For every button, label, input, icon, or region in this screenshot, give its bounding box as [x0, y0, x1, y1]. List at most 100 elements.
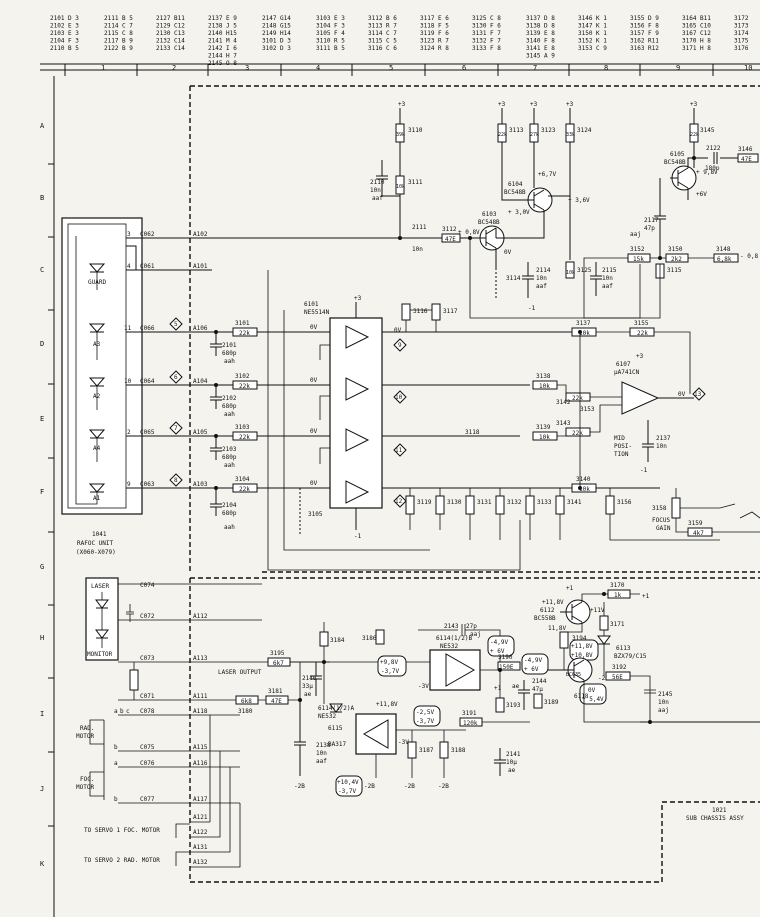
rad-motor-1: RAD.	[80, 725, 94, 732]
net-a112: A112	[193, 613, 208, 620]
grid-row-H: H	[40, 634, 44, 642]
r3112-ref: 3112	[442, 226, 457, 233]
minus2b-a: -2B	[294, 783, 305, 790]
t6104-vb: + 3,0V	[508, 209, 530, 216]
ic-6114: 3184 6115 BA317 6114(1/2)A NE532 +11,8V …	[318, 622, 530, 790]
lower-wires	[89, 583, 330, 868]
c2117-tol: aaj	[630, 231, 641, 238]
r3114-label: 3114	[506, 275, 521, 282]
opamp-6101-b	[345, 377, 370, 401]
c2143-val: 27p	[466, 623, 477, 630]
grid-col-1: 1	[101, 64, 105, 72]
connector-c064: C064	[140, 378, 155, 385]
grid-col-10: 10	[744, 64, 752, 72]
index-entry: 3167 C12	[682, 30, 711, 37]
grid-column-ruler: 1 2 3 4 5 6 7 8 9 10	[40, 64, 760, 76]
r3133-label: 3141	[567, 499, 582, 506]
vbox-1-b: + 6V	[490, 648, 505, 655]
minus2b-b: -2B	[364, 783, 375, 790]
r3104-val: 22k	[239, 486, 250, 493]
index-entry: 3172	[734, 15, 749, 22]
index-entry: 3152 K 1	[578, 38, 607, 45]
d6113-part: BZX79/C15	[614, 653, 647, 660]
c2103-tol: aah	[224, 462, 235, 469]
index-entry: 3145 A 9	[526, 53, 555, 60]
net-a103: A103	[193, 481, 208, 488]
index-entry: 3170 H 8	[682, 38, 711, 45]
connector-c066: C066	[140, 325, 155, 332]
index-entry: 3125 C 8	[472, 15, 501, 22]
resistor-3101	[232, 327, 258, 337]
net-a111: A111	[193, 693, 208, 700]
c2144-ref: 2144	[532, 678, 547, 685]
test-point-8: 8	[169, 473, 183, 487]
t6105-part: BC548B	[664, 159, 686, 166]
c2115-tol: aaf	[602, 283, 613, 290]
upper-transistor-stage: +3 3110 39k 3111 10k 2110 10n aaf 2111 1…	[370, 101, 641, 319]
index-entry: 2129 C12	[156, 23, 185, 30]
index-entry: 3139 E 8	[526, 30, 555, 37]
vbox-6-a: +10,4V	[337, 779, 359, 786]
rad-pin-c: c	[126, 708, 130, 715]
r3181-val: 47E	[271, 698, 282, 705]
ic6114a-vee: -3V	[398, 739, 409, 746]
c2140-ref: 2140	[302, 675, 317, 682]
rad-pin-b1: b	[120, 708, 124, 715]
c2141-val: 10µ	[506, 759, 517, 766]
opamp-6101-c	[345, 428, 370, 452]
vbox-3: +11,8V +10,8V	[569, 639, 599, 661]
ic6101-vee: -1	[354, 533, 362, 540]
opamp-6114-b	[445, 653, 476, 687]
c2111-val: 10n	[412, 246, 423, 253]
ic6101-ref: 6101	[304, 301, 319, 308]
net-a121: A121	[193, 814, 208, 821]
vcc-3123: +3	[530, 101, 538, 108]
ic6101-vcc: +3	[354, 295, 362, 302]
c2138-tol: aaf	[316, 758, 327, 765]
d6115-ref: 6115	[328, 725, 343, 732]
r3137-ref: 3137	[576, 320, 591, 327]
index-entry: 3119 F 6	[420, 30, 449, 37]
index-entry: 3138 D 8	[526, 23, 555, 30]
index-entry: 3101 D 3	[262, 38, 291, 45]
sub-chassis: 1021 SUB CHASSIS ASSY	[686, 807, 744, 822]
r3105-label: 3105	[308, 511, 323, 518]
c2114-val: 10n	[536, 275, 547, 282]
v-neg-0-8: - 0,8	[740, 253, 758, 260]
r3140-val: 10k	[579, 486, 590, 493]
index-entry: 2130 C13	[156, 30, 185, 37]
index-entry: 2141 M 4	[208, 38, 237, 45]
t6105-ve: +6V	[696, 191, 707, 198]
index-entry: 2127 B11	[156, 15, 185, 22]
r3148-ref: 3148	[716, 246, 731, 253]
t6112-vc: +11V	[590, 607, 605, 614]
index-entry: 3131 F 7	[472, 30, 501, 37]
r3124-ref: 3124	[577, 127, 592, 134]
ic6107-ref: 6107	[616, 361, 631, 368]
rad-pin-b2: b	[114, 744, 118, 751]
c2110-tol: aaf	[372, 195, 383, 202]
t6104-ref: 6104	[508, 181, 523, 188]
ic6107-out-0v: 0V	[678, 391, 686, 398]
ic6101-pin-label-0v-b: 0V	[310, 377, 318, 384]
connector-c061: C061	[140, 263, 155, 270]
test-points: 5 6 7 8 9 10 11 12 13	[169, 317, 706, 508]
c2102-tol: aah	[224, 411, 235, 418]
grid-col-5: 5	[389, 64, 393, 72]
index-entry: 3156 F 8	[630, 23, 659, 30]
upper-input-wires	[126, 237, 484, 489]
mid-position-2: POSI-	[614, 443, 632, 450]
index-entry: 2142 I 6	[208, 45, 237, 52]
r3141-label: 3153	[580, 406, 595, 413]
vbox-4-b: -3,7V	[416, 718, 434, 725]
grid-row-C: C	[40, 266, 44, 274]
index-entry: 3112 B 6	[368, 15, 397, 22]
grid-row-I: I	[40, 710, 44, 718]
r3146-ref: 3146	[738, 146, 753, 153]
voltage-boxes: +9,8V -3,7V -4,9V + 6V -4,9V + 6V +11,8V…	[335, 635, 607, 797]
ic6101-pin-label-0v-out: 0V	[394, 327, 402, 334]
net-a117: A117	[193, 796, 208, 803]
c2103-val: 680p	[222, 454, 237, 461]
upper-connectors: 3 C062 4 C061 11 C066 10 C064 2 C065 9 C…	[124, 231, 208, 488]
r3193-label: 3193	[506, 702, 521, 709]
